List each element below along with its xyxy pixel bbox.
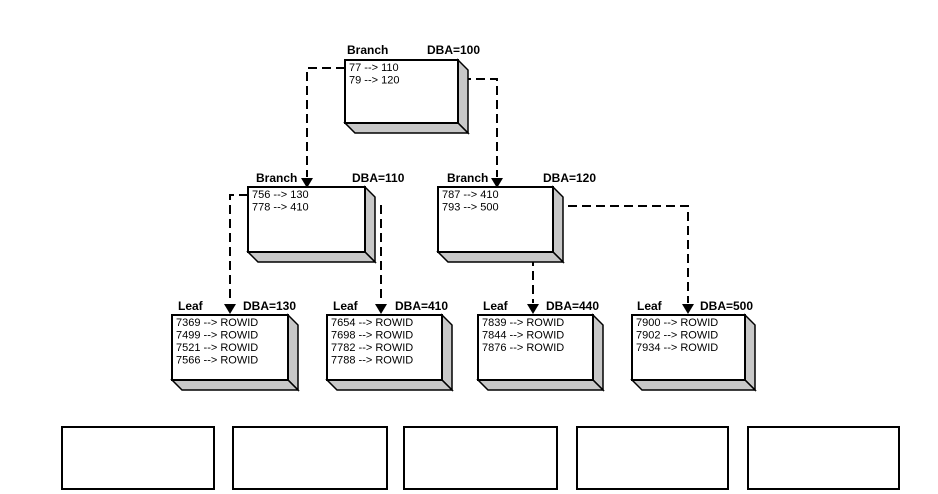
node-leaf130-entry: 7369 --> ROWID	[176, 317, 258, 329]
node-leaf130-box	[171, 314, 289, 381]
node-branch110-kind-label: Branch	[256, 171, 297, 185]
node-leaf130-entry: 7521 --> ROWID	[176, 342, 258, 354]
empty-block-5	[747, 426, 900, 490]
node-leaf410-side-face	[441, 313, 453, 392]
node-branch120-kind-label: Branch	[447, 171, 488, 185]
node-branch110-dba-label: DBA=110	[352, 171, 405, 185]
empty-block-4	[576, 426, 729, 490]
node-branch120-bottom-face	[436, 251, 565, 263]
node-branch110-entry: 778 --> 410	[252, 202, 309, 214]
node-leaf440-entry: 7876 --> ROWID	[482, 342, 564, 354]
arrow-down-icon	[682, 304, 694, 314]
node-leaf130-side-face	[287, 313, 299, 392]
connector-root-to-branch110-line	[306, 67, 345, 177]
node-leaf410-entry: 7788 --> ROWID	[331, 355, 413, 367]
node-leaf500-dba-label: DBA=500	[700, 299, 753, 313]
node-leaf410-entry: 7782 --> ROWID	[331, 342, 413, 354]
node-root-box	[344, 59, 459, 124]
node-branch110-box	[247, 186, 366, 253]
arrow-down-icon	[224, 304, 236, 314]
node-leaf440-bottom-face	[476, 379, 605, 391]
arrow-down-icon	[527, 304, 539, 314]
node-leaf500-bottom-face	[630, 379, 757, 391]
node-leaf500-side-face	[744, 313, 756, 392]
node-leaf410-dba-label: DBA=410	[395, 299, 448, 313]
node-root-entry: 79 --> 120	[349, 75, 399, 87]
empty-block-2	[232, 426, 388, 490]
empty-block-row	[61, 426, 900, 490]
empty-block-3	[403, 426, 558, 490]
node-leaf410-entry: 7654 --> ROWID	[331, 317, 413, 329]
node-leaf410: Leaf DBA=410 7654 --> ROWID 7698 --> ROW…	[325, 299, 454, 392]
node-leaf440-kind-label: Leaf	[483, 299, 509, 313]
node-branch120-box	[437, 186, 554, 253]
connector-branch120-to-leaf500-line	[512, 205, 689, 303]
node-branch110-bottom-face	[246, 251, 377, 263]
node-root-side-face	[457, 58, 469, 135]
node-leaf440: Leaf DBA=440 7839 --> ROWID 7844 --> ROW…	[476, 299, 605, 392]
node-leaf410-box	[326, 314, 443, 381]
node-leaf440-dba-label: DBA=440	[546, 299, 599, 313]
node-branch120: Branch DBA=120 787 --> 410 793 --> 500	[436, 171, 596, 264]
node-leaf130-entry: 7566 --> ROWID	[176, 355, 258, 367]
node-branch110-entry: 756 --> 130	[252, 189, 309, 201]
node-root-kind-label: Branch	[347, 43, 388, 57]
node-leaf130: Leaf DBA=130 7369 --> ROWID 7499 --> ROW…	[170, 299, 300, 392]
node-leaf410-bottom-face	[325, 379, 454, 391]
node-root-bottom-face	[343, 122, 470, 134]
node-root-branch: Branch DBA=100 77 --> 110 79 --> 120	[343, 43, 480, 135]
node-leaf500-kind-label: Leaf	[637, 299, 663, 313]
arrow-down-icon	[491, 178, 503, 188]
connector-root-to-branch110	[301, 67, 345, 188]
connector-branch120-to-leaf500	[512, 205, 694, 314]
node-leaf500: Leaf DBA=500 7900 --> ROWID 7902 --> ROW…	[630, 299, 757, 392]
node-branch120-side-face	[552, 185, 564, 264]
node-branch120-entry: 787 --> 410	[442, 189, 499, 201]
node-leaf500-entry: 7902 --> ROWID	[636, 330, 718, 342]
node-branch120-entry: 793 --> 500	[442, 202, 499, 214]
empty-block-1	[61, 426, 215, 490]
node-branch110-side-face	[364, 185, 376, 264]
node-leaf130-entry: 7499 --> ROWID	[176, 330, 258, 342]
node-leaf410-entry: 7698 --> ROWID	[331, 330, 413, 342]
node-leaf500-entry: 7900 --> ROWID	[636, 317, 718, 329]
node-leaf500-entry: 7934 --> ROWID	[636, 342, 718, 354]
node-leaf410-kind-label: Leaf	[333, 299, 359, 313]
connector-branch110-to-leaf130	[224, 194, 248, 314]
node-leaf130-kind-label: Leaf	[178, 299, 204, 313]
node-leaf440-entry: 7844 --> ROWID	[482, 330, 564, 342]
node-leaf500-box	[631, 314, 746, 381]
node-leaf130-dba-label: DBA=130	[243, 299, 296, 313]
node-leaf440-side-face	[592, 313, 604, 392]
connector-branch110-to-leaf130-line	[229, 194, 248, 303]
node-leaf440-box	[477, 314, 594, 381]
node-branch120-dba-label: DBA=120	[543, 171, 596, 185]
node-leaf440-entry: 7839 --> ROWID	[482, 317, 564, 329]
arrow-down-icon	[301, 178, 313, 188]
node-leaf130-bottom-face	[170, 379, 300, 391]
node-root-entry: 77 --> 110	[349, 62, 399, 74]
node-root-dba-label: DBA=100	[427, 43, 480, 57]
node-branch110: Branch DBA=110 756 --> 130 778 --> 410	[246, 171, 405, 264]
arrow-down-icon	[375, 304, 387, 314]
